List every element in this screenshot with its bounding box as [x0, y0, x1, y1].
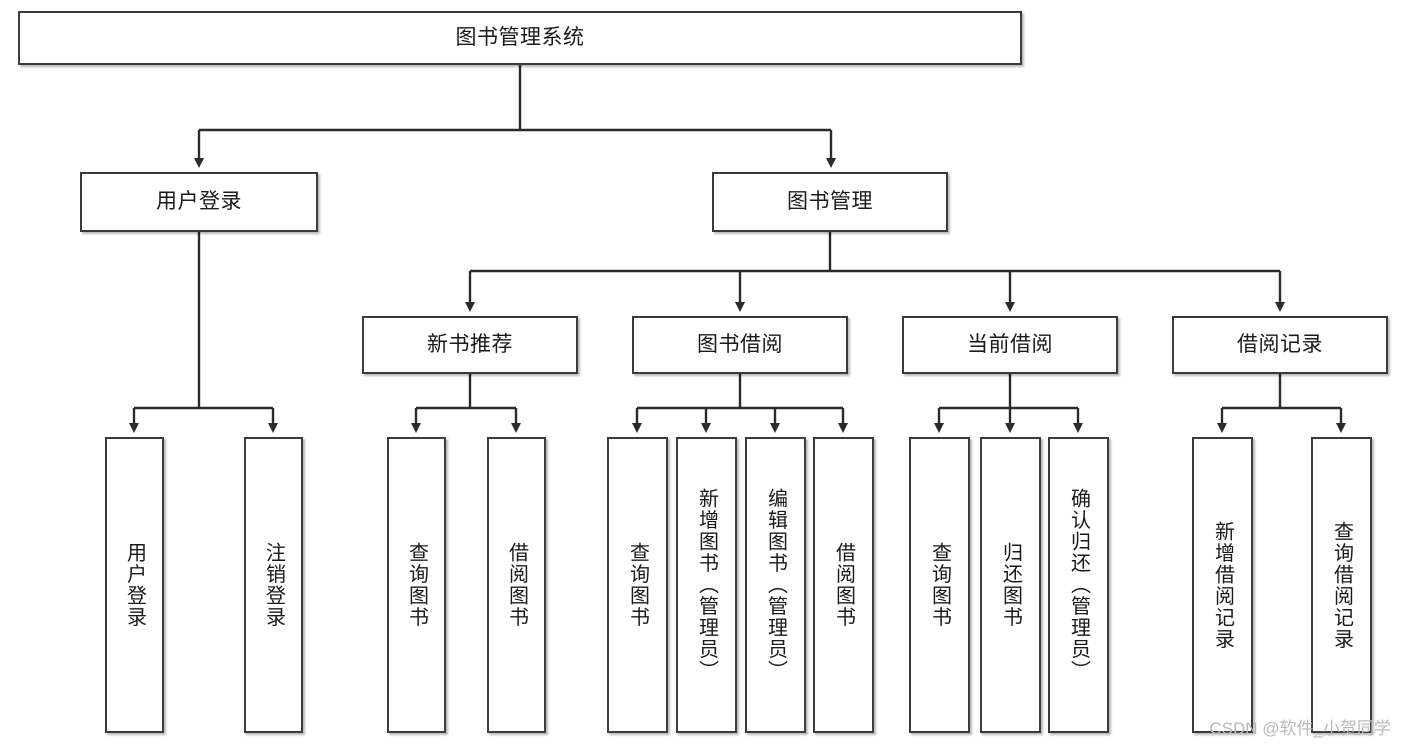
node-label: 新增图书（管理员）: [695, 488, 718, 682]
node-label: 查询图书: [928, 542, 951, 628]
node-label: 归还图书: [999, 542, 1022, 628]
node-book-borrow[interactable]: 图书借阅: [632, 316, 848, 374]
node-leaf-return-book[interactable]: 归还图书: [980, 437, 1041, 733]
node-label: 用户登录: [123, 542, 146, 628]
node-new-book-recommend[interactable]: 新书推荐: [362, 316, 578, 374]
node-label: 图书管理系统: [455, 25, 585, 49]
node-label: 借阅记录: [1237, 332, 1323, 356]
node-root-system[interactable]: 图书管理系统: [18, 11, 1022, 65]
node-label: 查询借阅记录: [1330, 520, 1353, 650]
node-leaf-query-book-2[interactable]: 查询图书: [607, 437, 668, 733]
node-leaf-logout[interactable]: 注销登录: [244, 437, 303, 733]
node-current-borrow[interactable]: 当前借阅: [902, 316, 1118, 374]
node-label: 借阅图书: [832, 542, 855, 628]
node-label: 图书管理: [787, 189, 873, 213]
node-label: 新增借阅记录: [1211, 520, 1234, 650]
node-label: 借阅图书: [505, 542, 528, 628]
node-leaf-borrow-book-2[interactable]: 借阅图书: [813, 437, 874, 733]
node-label: 查询图书: [626, 542, 649, 628]
node-label: 图书借阅: [697, 332, 783, 356]
node-leaf-query-book-1[interactable]: 查询图书: [387, 437, 446, 733]
node-user-login[interactable]: 用户登录: [80, 172, 318, 232]
node-label: 查询图书: [405, 542, 428, 628]
node-leaf-query-book-3[interactable]: 查询图书: [909, 437, 970, 733]
node-leaf-edit-book[interactable]: 编辑图书（管理员）: [745, 437, 806, 733]
node-label: 注销登录: [262, 542, 285, 628]
node-leaf-borrow-book-1[interactable]: 借阅图书: [487, 437, 546, 733]
node-leaf-confirm-return[interactable]: 确认归还（管理员）: [1048, 437, 1109, 733]
node-book-manage[interactable]: 图书管理: [712, 172, 948, 232]
node-leaf-query-record[interactable]: 查询借阅记录: [1311, 437, 1372, 733]
node-label: 确认归还（管理员）: [1067, 488, 1090, 682]
node-leaf-add-record[interactable]: 新增借阅记录: [1192, 437, 1253, 733]
node-label: 编辑图书（管理员）: [764, 488, 787, 682]
node-label: 当前借阅: [967, 332, 1053, 356]
csdn-watermark: CSDN @软件_小贺同学: [1209, 719, 1391, 738]
node-leaf-user-login[interactable]: 用户登录: [105, 437, 164, 733]
node-borrow-record[interactable]: 借阅记录: [1172, 316, 1388, 374]
node-label: 新书推荐: [427, 332, 513, 356]
node-label: 用户登录: [156, 189, 242, 213]
node-leaf-add-book[interactable]: 新增图书（管理员）: [676, 437, 737, 733]
